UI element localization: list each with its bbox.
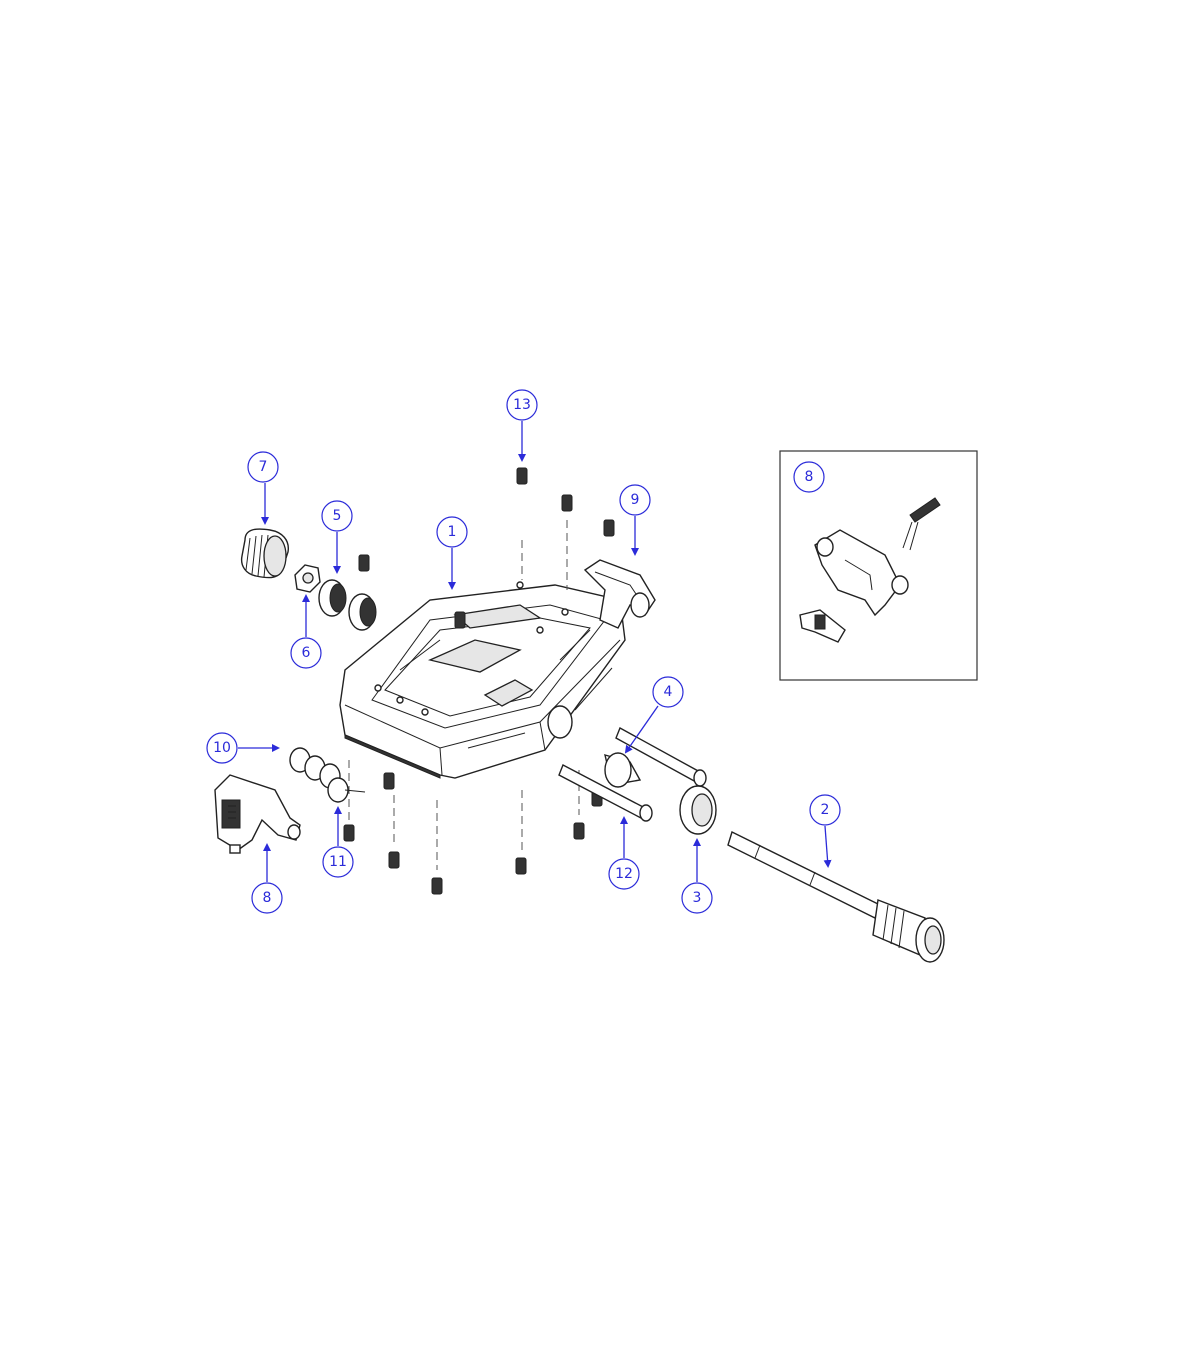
callout-11: 11 bbox=[322, 846, 354, 878]
callout-4: 4 bbox=[652, 676, 684, 708]
callout-11-label: 11 bbox=[329, 854, 347, 870]
callout-4-label: 4 bbox=[664, 684, 673, 700]
pedal-body bbox=[339, 581, 626, 779]
bearings bbox=[318, 579, 377, 631]
callout-2-label: 2 bbox=[821, 802, 830, 818]
callout-1-label: 1 bbox=[448, 524, 457, 540]
cleat-mechanism bbox=[214, 774, 301, 854]
callout-3-label: 3 bbox=[693, 890, 702, 906]
callout-13-label: 13 bbox=[513, 397, 531, 413]
callout-13: 13 bbox=[506, 389, 538, 421]
callout-2: 2 bbox=[809, 794, 841, 826]
callout-8-label: 8 bbox=[263, 890, 272, 906]
springs bbox=[289, 747, 366, 803]
callout-5: 5 bbox=[321, 500, 353, 532]
callout-inset-8: 8 bbox=[793, 461, 825, 493]
axle-bolts bbox=[558, 727, 707, 822]
nut bbox=[294, 564, 321, 593]
callout-10-label: 10 bbox=[213, 740, 231, 756]
callout-3: 3 bbox=[681, 882, 713, 914]
callout-12: 12 bbox=[608, 858, 640, 890]
callout-8: 8 bbox=[251, 882, 283, 914]
latch bbox=[583, 559, 656, 629]
callout-inset-8-label: 8 bbox=[805, 469, 814, 485]
callout-7-label: 7 bbox=[259, 459, 268, 475]
callout-9-label: 9 bbox=[631, 492, 640, 508]
callout-6: 6 bbox=[290, 637, 322, 669]
callout-12-label: 12 bbox=[615, 866, 633, 882]
end-cap bbox=[240, 528, 289, 579]
callout-10: 10 bbox=[206, 732, 238, 764]
leader-arrows bbox=[238, 421, 832, 882]
spindle bbox=[727, 831, 945, 963]
callout-9: 9 bbox=[619, 484, 651, 516]
pins bbox=[343, 467, 615, 895]
callout-1: 1 bbox=[436, 516, 468, 548]
callout-6-label: 6 bbox=[302, 645, 311, 661]
washer-ring bbox=[679, 785, 717, 835]
bushing bbox=[604, 752, 642, 788]
callout-7: 7 bbox=[247, 451, 279, 483]
callout-5-label: 5 bbox=[333, 508, 342, 524]
